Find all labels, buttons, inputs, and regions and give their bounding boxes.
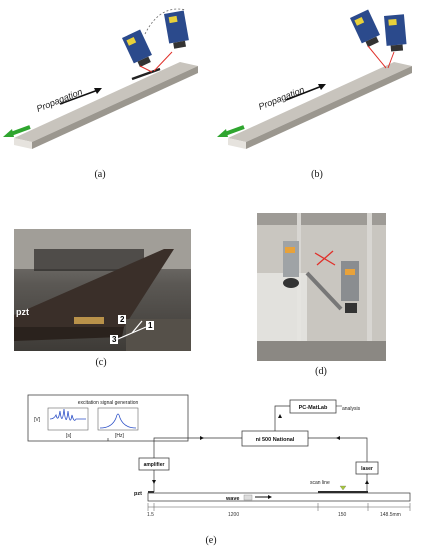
panel-b-caption: (b) xyxy=(311,169,323,180)
panel-c-caption: (c) xyxy=(95,357,107,368)
connector-line xyxy=(274,405,290,431)
pzt-photo-label: pzt xyxy=(16,307,29,317)
scan-marker xyxy=(339,485,347,491)
ni-box-label: ni 500 National xyxy=(256,437,295,443)
analysis-label: analysis xyxy=(342,406,361,412)
scan-strip xyxy=(131,67,161,81)
dimension-label-1: 1.5 xyxy=(147,512,154,518)
pzt-patch xyxy=(148,491,154,493)
flow-arrowhead xyxy=(152,480,156,484)
red-motion-arrow xyxy=(314,252,336,266)
flow-arrowhead xyxy=(336,436,340,440)
excitation-x1-label: [s] xyxy=(66,433,72,439)
steel-beam-side xyxy=(14,327,124,341)
red-motion-arrow xyxy=(316,250,334,266)
propagation-arrow xyxy=(59,89,99,105)
time-signal-plot xyxy=(47,407,89,431)
excitation-x2-label: [Hz] xyxy=(115,433,125,439)
scan-line-bar xyxy=(318,491,368,493)
dimension-label-2: 1200 xyxy=(228,512,239,518)
rotation-arc xyxy=(144,8,187,35)
beam-top-face xyxy=(14,62,198,142)
laser-head-1 xyxy=(122,29,152,68)
amplifier-label: amplifier xyxy=(144,462,165,468)
wave-direction-arrowhead xyxy=(268,495,272,499)
panel-b-illustration: Propagation xyxy=(217,9,412,149)
beam-side-face xyxy=(32,66,198,149)
pc-box xyxy=(289,399,337,414)
spectrum-curve xyxy=(99,413,137,429)
pc-box-label: PC-MatLab xyxy=(299,405,328,411)
axis-line xyxy=(117,332,133,340)
propagation-arrowhead xyxy=(318,84,326,90)
laser-beam xyxy=(153,51,173,72)
dimension-label-4: 148.5mm xyxy=(380,512,401,518)
beam-end-face xyxy=(14,138,32,149)
laser-beam xyxy=(139,65,153,73)
beam-end-face xyxy=(228,138,246,149)
laser-beam xyxy=(387,51,395,69)
beam-photo-drawing xyxy=(14,229,191,351)
panel-a-caption: (a) xyxy=(94,169,106,180)
laser-head-2 xyxy=(164,10,189,49)
propagation-arrow xyxy=(285,85,323,101)
dimension-label-3: 150 xyxy=(338,512,347,518)
beam-schematic xyxy=(147,492,411,502)
tone-burst-curve xyxy=(49,408,86,421)
flow-arrowhead xyxy=(200,436,204,440)
axis-label-2: 2 xyxy=(118,315,127,324)
axis-line xyxy=(131,326,147,334)
laser-beam xyxy=(367,45,387,69)
panel-e-caption: (e) xyxy=(205,535,217,546)
connector-line xyxy=(308,437,368,462)
laser-head-left xyxy=(283,241,299,288)
beam-side-face xyxy=(246,66,412,149)
panel-e-schematic: excitation signal generation [V] [s] [Hz… xyxy=(27,394,411,518)
laser-head-right xyxy=(341,261,359,313)
flow-arrowhead xyxy=(365,480,369,484)
panel-c-photo: pzt 2 1 3 xyxy=(14,229,191,351)
wave-label: wave xyxy=(225,496,239,502)
pzt-schematic-label: pzt xyxy=(134,491,142,497)
beam-top-face xyxy=(228,62,412,142)
excitation-title: excitation signal generation xyxy=(78,400,139,406)
excitation-arrowhead xyxy=(3,129,14,137)
axis-label-1: 1 xyxy=(146,321,155,330)
propagation-arrowhead xyxy=(94,88,102,94)
flow-arrowhead xyxy=(278,414,282,418)
frequency-plot xyxy=(97,407,139,431)
axis-label-3: 3 xyxy=(110,335,119,344)
laser-setup-drawing xyxy=(257,213,386,361)
laser-head-2 xyxy=(384,14,407,52)
pzt-element xyxy=(74,317,104,324)
laser-head-1 xyxy=(350,9,380,48)
wave-packet-icon xyxy=(243,494,253,501)
excitation-arrowhead xyxy=(217,129,228,137)
panel-a-illustration: Propagation xyxy=(3,8,198,149)
axis-line xyxy=(131,320,143,334)
scan-line-label: scan line xyxy=(310,480,330,486)
panel-d-photo xyxy=(257,213,386,361)
excitation-y-label: [V] xyxy=(34,417,41,423)
steel-beam-top xyxy=(14,249,174,327)
panel-d-caption: (d) xyxy=(315,366,327,377)
connector-line xyxy=(153,437,242,458)
laser-label: laser xyxy=(361,466,373,472)
